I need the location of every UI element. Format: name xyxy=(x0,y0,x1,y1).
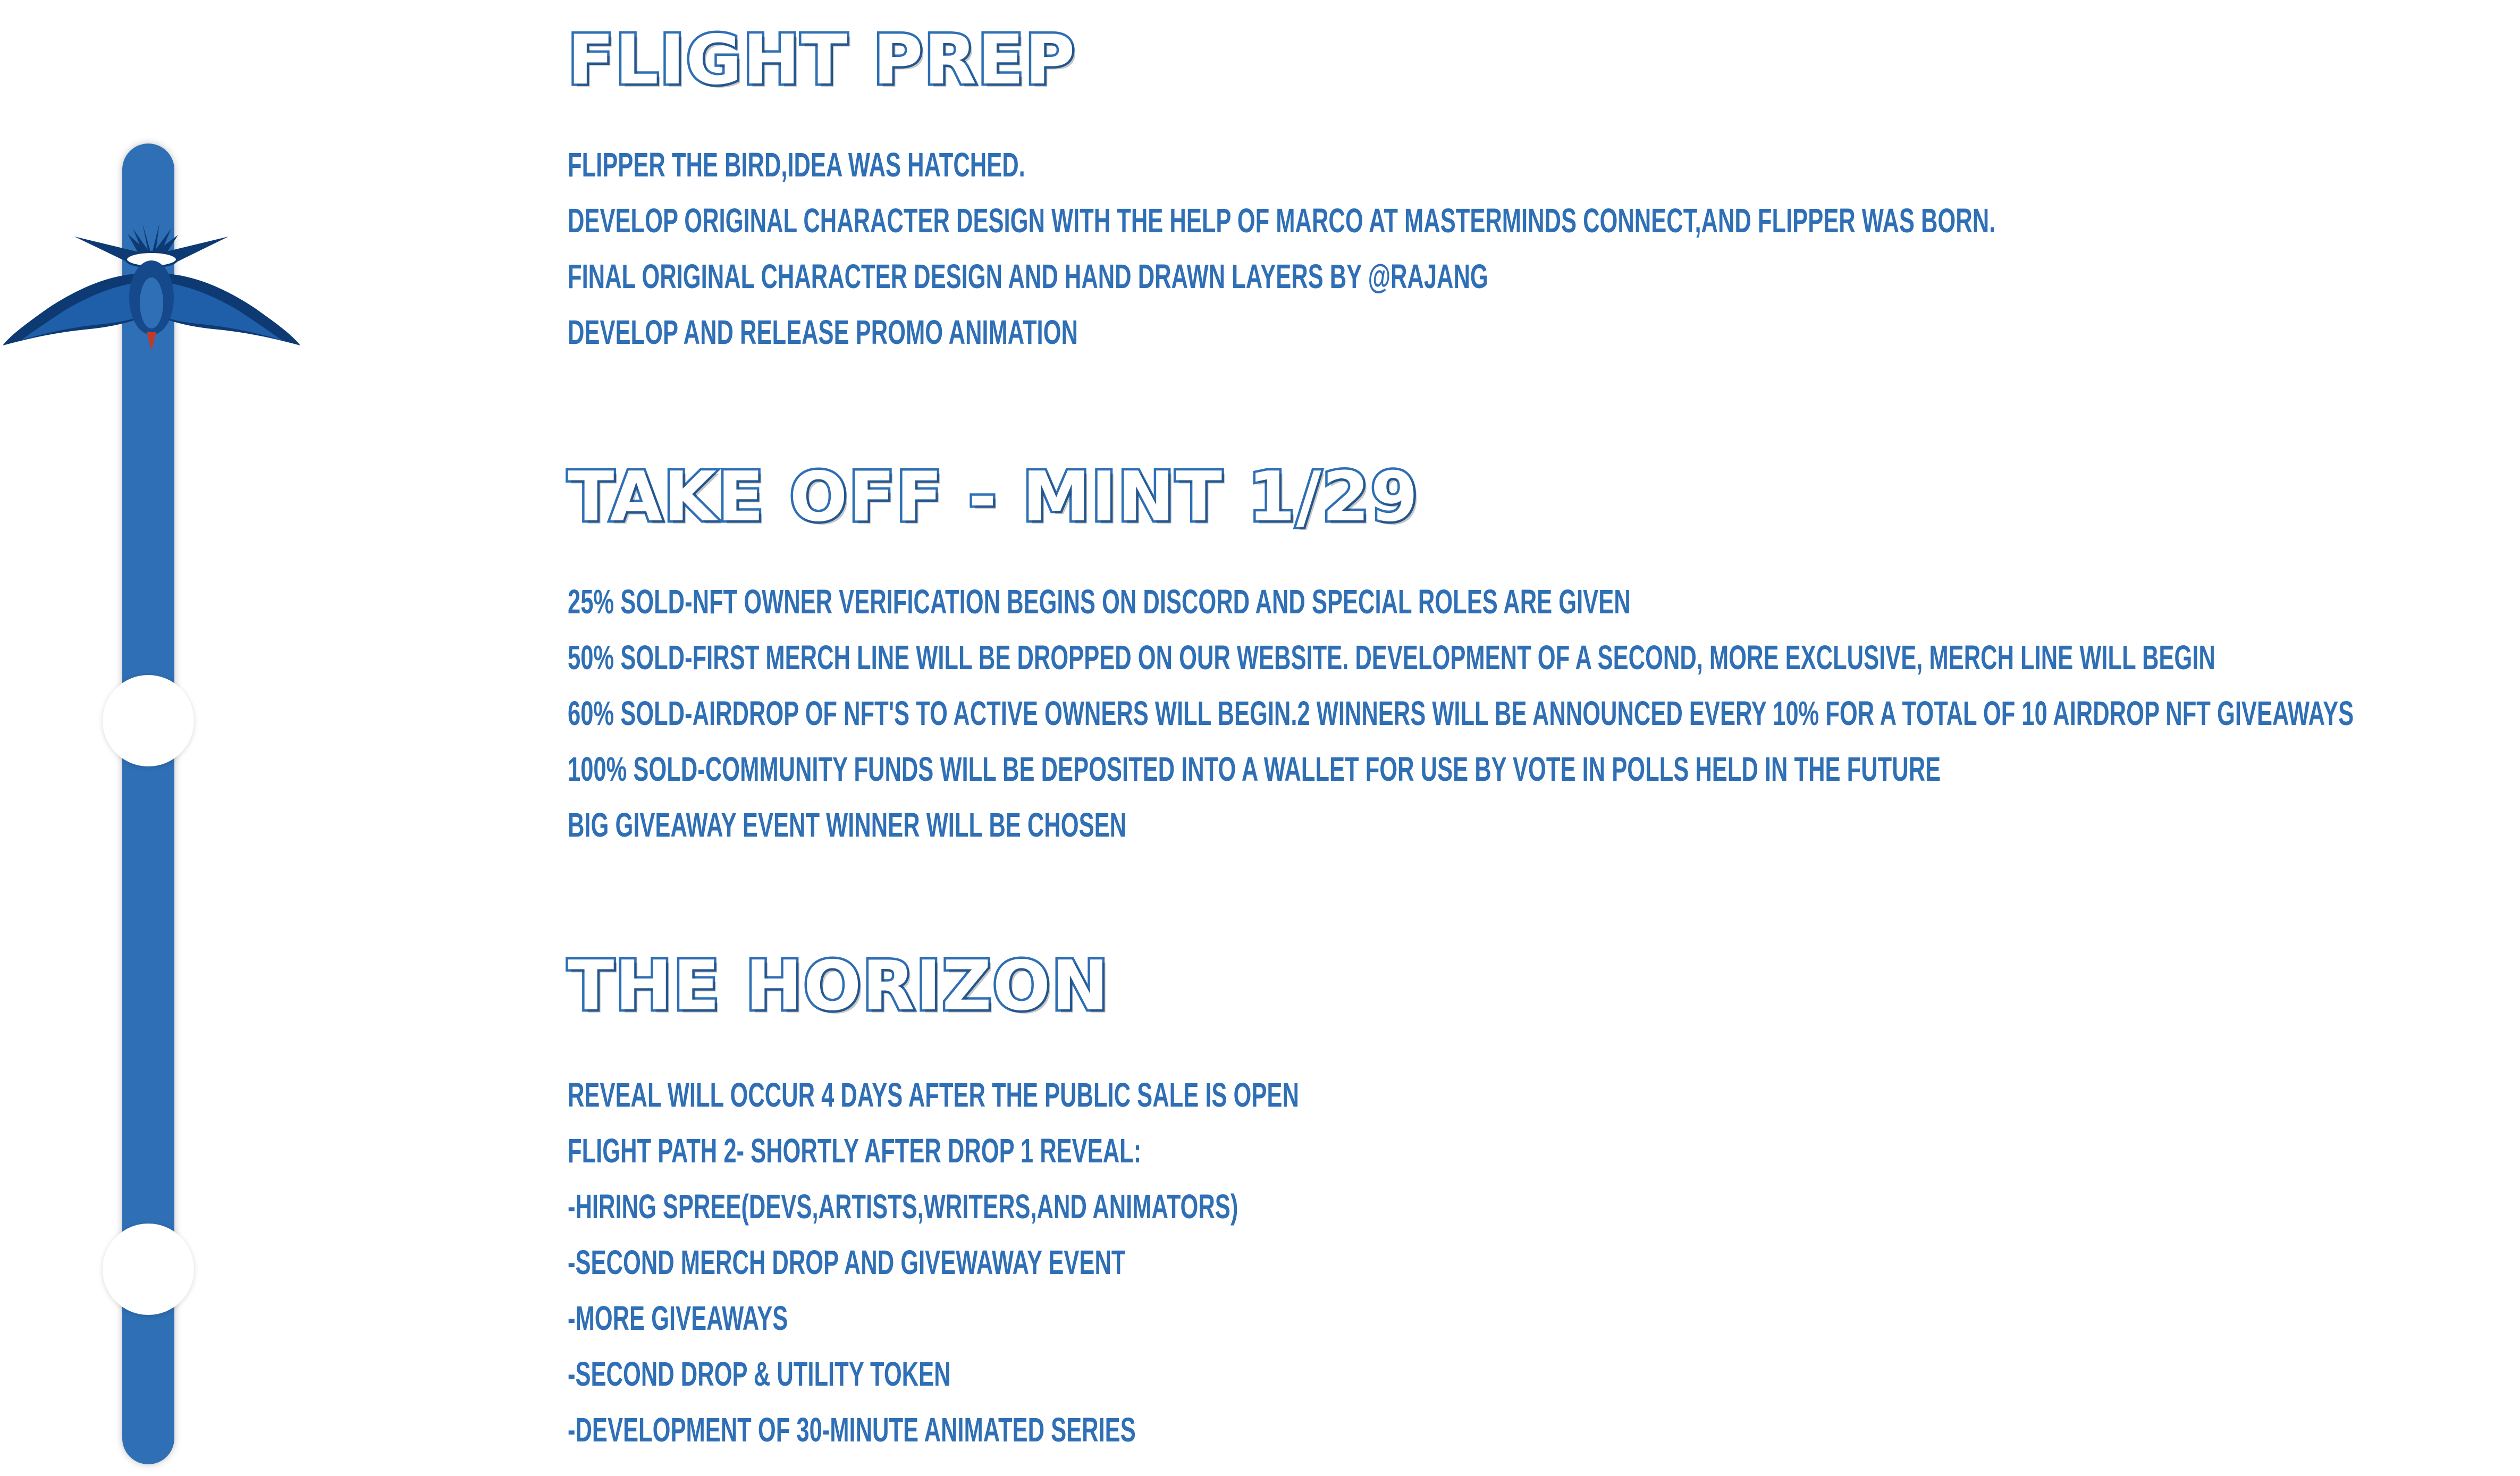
section-item-list: 25% SOLD-NFT OWNER VERIFICATION BEGINS O… xyxy=(568,574,2520,853)
list-item: -DEVELOPMENT OF 30-MINUTE ANIMATED SERIE… xyxy=(568,1411,1136,1449)
list-item: 50% SOLD-FIRST MERCH LINE WILL BE DROPPE… xyxy=(568,638,2215,677)
roadmap-section-flight-prep: FLIGHT PREP FLIPPER THE BIRD,IDEA WAS HA… xyxy=(565,21,2520,360)
list-item: DEVELOP AND RELEASE PROMO ANIMATION xyxy=(568,313,1078,351)
section-heading: THE HORIZON xyxy=(565,947,1110,1026)
list-item: DEVELOP ORIGINAL CHARACTER DESIGN WITH T… xyxy=(568,201,1996,240)
bird-icon xyxy=(3,223,300,351)
roadmap-section-take-off: TAKE OFF - MINT 1/29 25% SOLD-NFT OWNER … xyxy=(565,458,2520,853)
section-item-list: REVEAL WILL OCCUR 4 DAYS AFTER THE PUBLI… xyxy=(568,1067,1643,1458)
list-item: FLIGHT PATH 2- SHORTLY AFTER DROP 1 REVE… xyxy=(568,1132,1142,1170)
list-item: -SECOND MERCH DROP AND GIVEWAWAY EVENT xyxy=(568,1243,1126,1281)
list-item: FLIPPER THE BIRD,IDEA WAS HATCHED. xyxy=(568,146,1025,184)
timeline-milestone-dot xyxy=(103,1224,194,1315)
list-item: REVEAL WILL OCCUR 4 DAYS AFTER THE PUBLI… xyxy=(568,1076,1299,1114)
section-item-list: FLIPPER THE BIRD,IDEA WAS HATCHED. DEVEL… xyxy=(568,137,2520,360)
list-item: BIG GIVEAWAY EVENT WINNER WILL BE CHOSEN xyxy=(568,806,1127,844)
roadmap-section-the-horizon: THE HORIZON REVEAL WILL OCCUR 4 DAYS AFT… xyxy=(565,947,1643,1458)
section-heading: FLIGHT PREP xyxy=(565,21,1077,100)
list-item: -HIRING SPREE(DEVS,ARTISTS,WRITERS,AND A… xyxy=(568,1187,1238,1226)
section-heading: TAKE OFF - MINT 1/29 xyxy=(565,458,1420,537)
timeline-milestone-dot xyxy=(103,675,194,766)
list-item: 25% SOLD-NFT OWNER VERIFICATION BEGINS O… xyxy=(568,583,1631,621)
list-item: -MORE GIVEAWAYS xyxy=(568,1299,788,1337)
list-item: -SECOND DROP & UTILITY TOKEN xyxy=(568,1355,951,1393)
list-item: FINAL ORIGINAL CHARACTER DESIGN AND HAND… xyxy=(568,257,1488,296)
list-item: 100% SOLD-COMMUNITY FUNDS WILL BE DEPOSI… xyxy=(568,750,1941,788)
list-item: 60% SOLD-AIRDROP OF NFT'S TO ACTIVE OWNE… xyxy=(568,694,2354,732)
